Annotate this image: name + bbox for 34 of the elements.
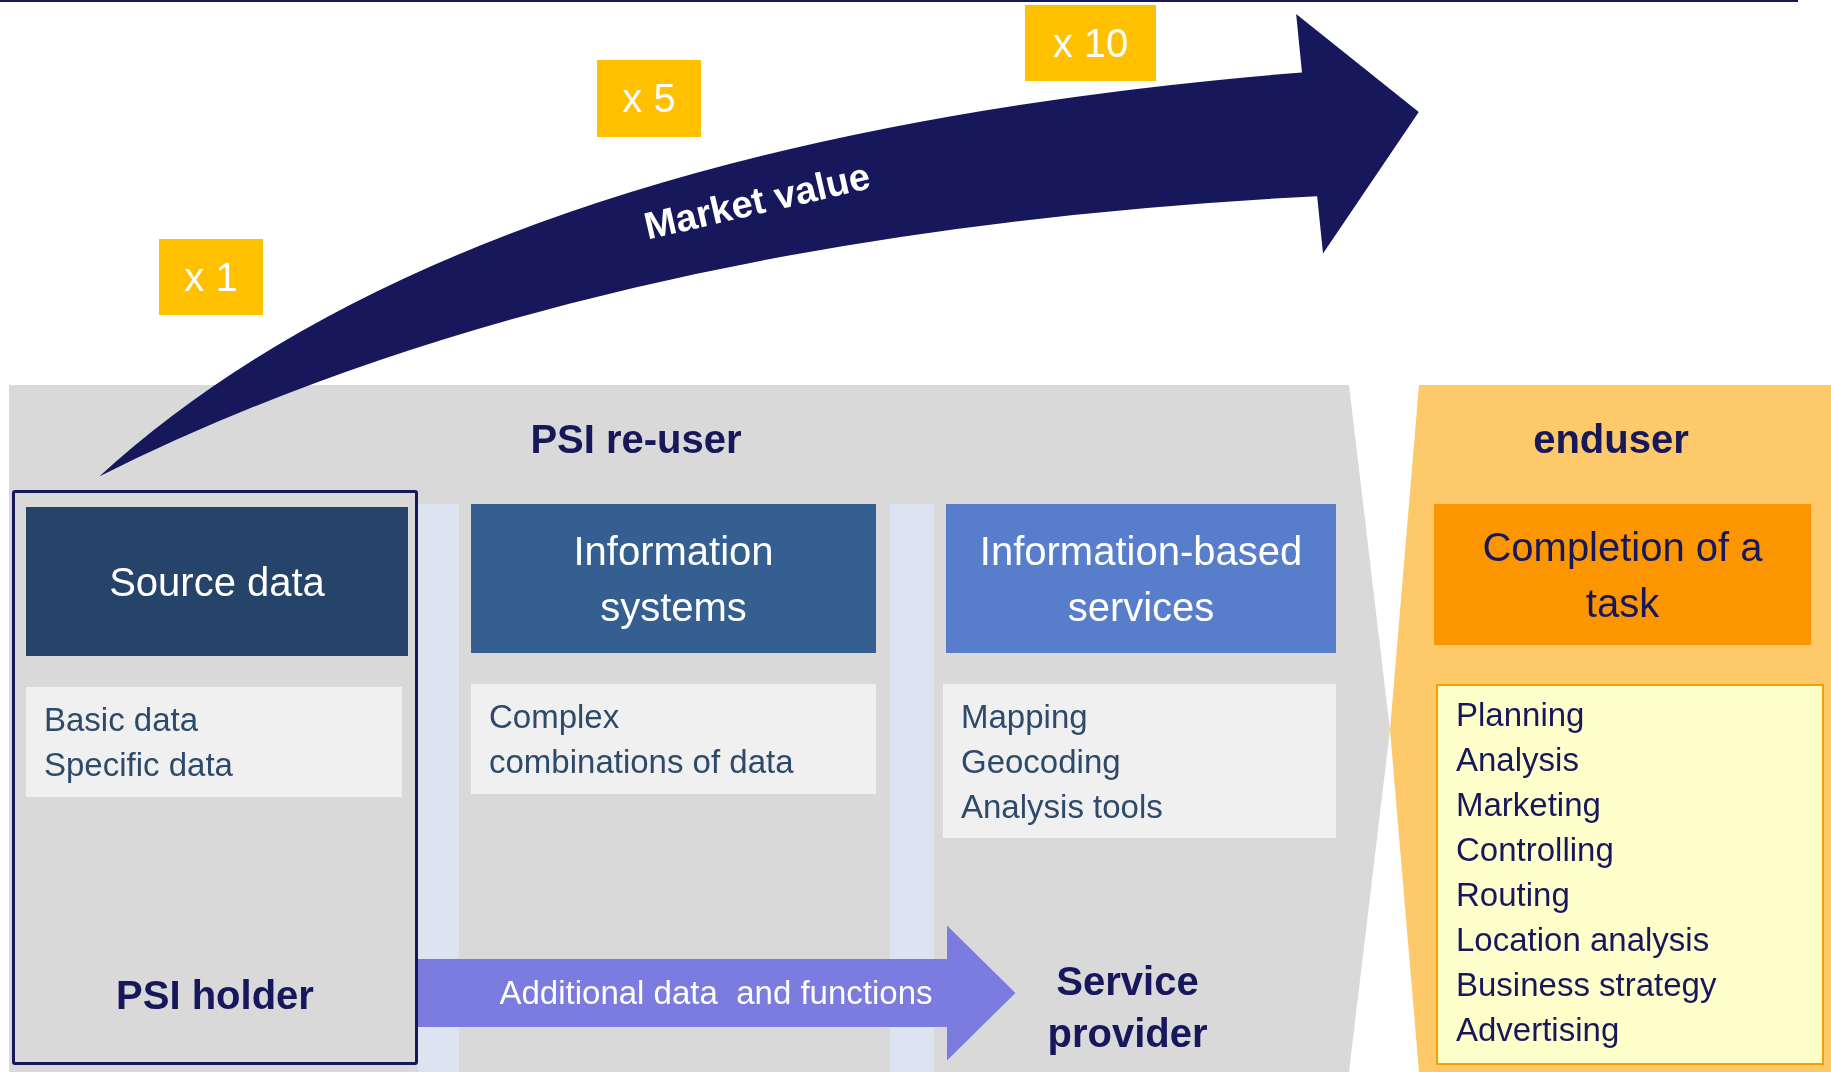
panel-heading: PSI re-user xyxy=(529,417,743,462)
item-text: Complex combinations of data xyxy=(489,697,795,782)
category-title: Completion of a task xyxy=(1481,523,1764,627)
multiplier-badge: x 10 xyxy=(1025,5,1156,81)
item-text: Business strategy xyxy=(1456,965,1718,1005)
item-text: Analysis tools xyxy=(961,787,1164,827)
multiplier-badge: x 5 xyxy=(597,60,701,137)
panel-heading: enduser xyxy=(1532,417,1690,462)
category-title: Information systems xyxy=(572,527,775,631)
item-text: Advertising xyxy=(1456,1010,1621,1050)
category-box xyxy=(26,507,408,656)
item-text: Routing xyxy=(1456,875,1571,915)
holder-frame xyxy=(12,490,418,1065)
arrow-label: Market value xyxy=(639,153,875,250)
edge-label: Additional data and functions xyxy=(498,973,934,1013)
item-text: Specific data xyxy=(44,745,234,785)
item-text: Planning xyxy=(1456,695,1586,735)
block-arrow xyxy=(417,925,1016,1061)
item-text: Geocoding xyxy=(961,742,1122,782)
multiplier-badge: x 1 xyxy=(159,239,263,315)
item-text: Analysis xyxy=(1456,740,1580,780)
task-list-box xyxy=(1436,684,1824,1065)
category-box xyxy=(946,504,1336,653)
category-box xyxy=(1434,504,1811,645)
role-label: PSI holder xyxy=(115,973,315,1018)
category-title: Information-based services xyxy=(978,527,1304,631)
item-text: Mapping xyxy=(961,697,1089,737)
role-label: Service provider xyxy=(1046,958,1209,1057)
item-text: Basic data xyxy=(44,700,200,740)
item-text: Location analysis xyxy=(1456,920,1711,960)
item-text: Marketing xyxy=(1456,785,1602,825)
item-text: Controlling xyxy=(1456,830,1615,870)
category-box xyxy=(471,504,876,653)
category-title: Source data xyxy=(109,558,325,606)
